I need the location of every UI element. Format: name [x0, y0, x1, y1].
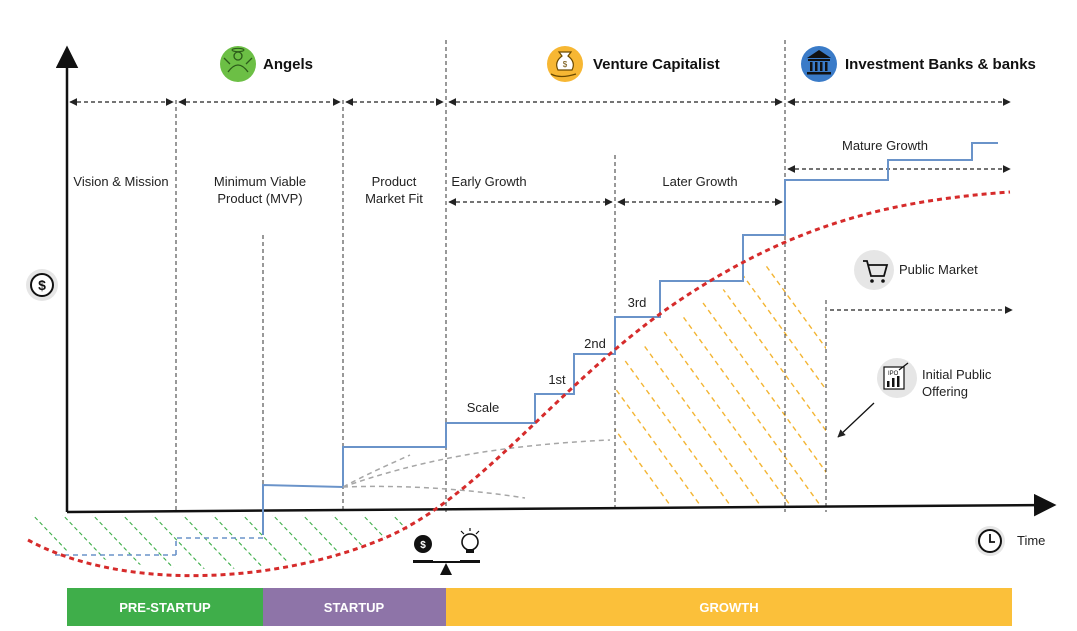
funding-step-pre [175, 537, 263, 555]
grey-path-down [342, 485, 526, 499]
stage-mvp-line1: Minimum Viable [214, 174, 306, 189]
step-first: 1st [548, 372, 566, 387]
label-public-market: Public Market [899, 262, 978, 277]
step-third: 3rd [628, 295, 647, 310]
grey-path-mid [342, 439, 611, 488]
x-axis-label: Time [1017, 533, 1045, 548]
label-ipo-line1: Initial Public [922, 367, 992, 382]
stage-pmf-line1: Product [372, 174, 417, 189]
balance-scale-icon: $ [413, 528, 480, 575]
phase-prestartup [67, 588, 263, 626]
phase-growth [446, 588, 1012, 626]
shopping-cart-icon [854, 250, 894, 290]
svg-text:IPO: IPO [888, 371, 899, 377]
stage-early-growth: Early Growth [451, 174, 526, 189]
svg-text:$: $ [563, 60, 568, 69]
stage-pmf-line2: Market Fit [365, 191, 423, 206]
ipo-pointer-arrow [837, 402, 875, 438]
money-bag-hand-icon: $ [547, 46, 583, 82]
header-angels: Angels [263, 56, 313, 73]
bank-building-icon [801, 46, 837, 82]
funding-step-line [262, 142, 998, 535]
phase-startup-label: STARTUP [324, 600, 385, 615]
phase-prestartup-label: PRE-STARTUP [119, 600, 211, 615]
step-second: 2nd [584, 336, 606, 351]
angel-icon [220, 46, 256, 82]
header-investment-banks: Investment Banks & banks [845, 56, 1036, 73]
header-venture-capitalist: Venture Capitalist [593, 56, 720, 73]
ipo-chart-icon: IPO [877, 358, 917, 398]
y-axis-symbol: $ [38, 277, 46, 293]
stage-later-growth: Later Growth [662, 174, 737, 189]
stage-vision: Vision & Mission [73, 174, 168, 189]
stage-mature-growth: Mature Growth [842, 138, 928, 153]
phase-startup [263, 588, 446, 626]
dollar-icon: $ [26, 269, 58, 301]
svg-text:$: $ [420, 540, 426, 551]
label-ipo-line2: Offering [922, 384, 968, 399]
phase-growth-label: GROWTH [699, 600, 758, 615]
x-axis [66, 493, 1057, 517]
clock-icon [975, 526, 1005, 556]
market-s-curve [27, 190, 1011, 578]
step-scale: Scale [467, 400, 500, 415]
stage-mvp-line2: Product (MVP) [217, 191, 302, 206]
pre-startup-hatch-area [30, 515, 440, 569]
grey-path-up [342, 454, 411, 488]
